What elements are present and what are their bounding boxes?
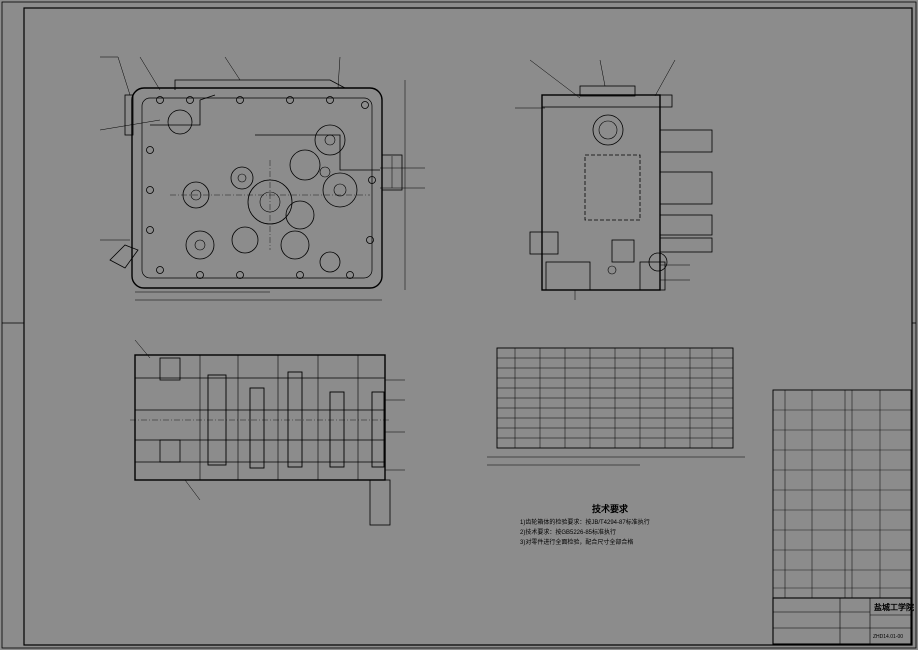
front-view xyxy=(99,56,425,301)
bolt-holes xyxy=(146,96,376,279)
requirement-line: 3)对零件进行全面检验，配合尺寸全部合格 xyxy=(520,538,633,546)
section-view xyxy=(130,339,405,526)
title-block: 盐城工学院 ZHD14.01-00 xyxy=(772,597,914,645)
requirements-heading: 技术要求 xyxy=(592,503,629,515)
requirement-line: 2)技术要求：按GB5226-85标准执行 xyxy=(520,528,616,536)
title-block-company: 盐城工学院 xyxy=(874,602,914,612)
title-block-drawing-number: ZHD14.01-00 xyxy=(873,634,903,640)
drawing-frame xyxy=(23,7,913,646)
parameter-table xyxy=(487,347,745,466)
technical-requirements: 技术要求 1)齿轮箱体的检验要求：按JB/T4294-87标准执行 2)技术要求… xyxy=(520,503,650,546)
requirement-line: 1)齿轮箱体的检验要求：按JB/T4294-87标准执行 xyxy=(520,518,650,526)
parts-list xyxy=(772,389,912,599)
side-view xyxy=(515,59,713,300)
gear-circles xyxy=(167,109,358,273)
